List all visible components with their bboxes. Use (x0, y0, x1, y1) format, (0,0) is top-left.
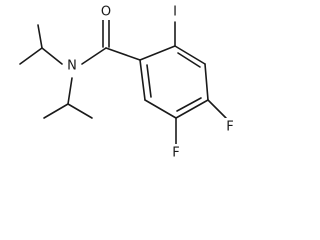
nitrogen-label-bg (63, 57, 81, 73)
bond-ring-c4-c5 (175, 99, 209, 119)
bond-ring-c2-c3 (174, 45, 206, 65)
amide-nitrogen-label: N (67, 59, 77, 74)
bond-ring-fluorine-upper (207, 99, 227, 119)
oxygen-label-bg (97, 4, 115, 20)
bond-ring-inner-c2-c3 (177, 52, 201, 68)
fluorine-upper-label: F (226, 120, 233, 135)
bond-ring-c1-c2 (139, 45, 176, 61)
bond-nitrogen-carbonyl-carbon (81, 47, 107, 65)
iodine-label-bg (169, 4, 181, 20)
bond-ipr2-ch-methyl-b (67, 103, 93, 119)
bond-ring-inner-c4-c5 (176, 97, 202, 112)
bond-ring-c5-c6 (144, 99, 177, 119)
bond-nitrogen-ipr2-ch (67, 77, 73, 105)
bond-ipr2-ch-methyl-a (43, 103, 69, 119)
fluorine-lower-label: F (172, 146, 179, 161)
fluorine-upper-label-bg (223, 118, 237, 134)
iodine-label: I (173, 5, 177, 20)
bond-ipr1-ch-methyl-a (19, 47, 43, 65)
fluorine-lower-label-bg (169, 144, 183, 160)
bond-ipr1-ch-nitrogen (41, 47, 63, 65)
carbonyl-oxygen-label: O (101, 5, 111, 20)
molecule-canvas: O N I F F (19, 4, 237, 161)
bond-ring-inner-c6-c1 (146, 64, 152, 98)
bond-ipr1-ch-methyl-b (37, 24, 43, 49)
structure-diagram: O N I F F (19, 4, 237, 161)
bond-ring-c6-c1 (139, 59, 146, 101)
bond-carbonyl-carbon-ring (105, 47, 141, 61)
bond-ring-c3-c4 (204, 63, 209, 101)
